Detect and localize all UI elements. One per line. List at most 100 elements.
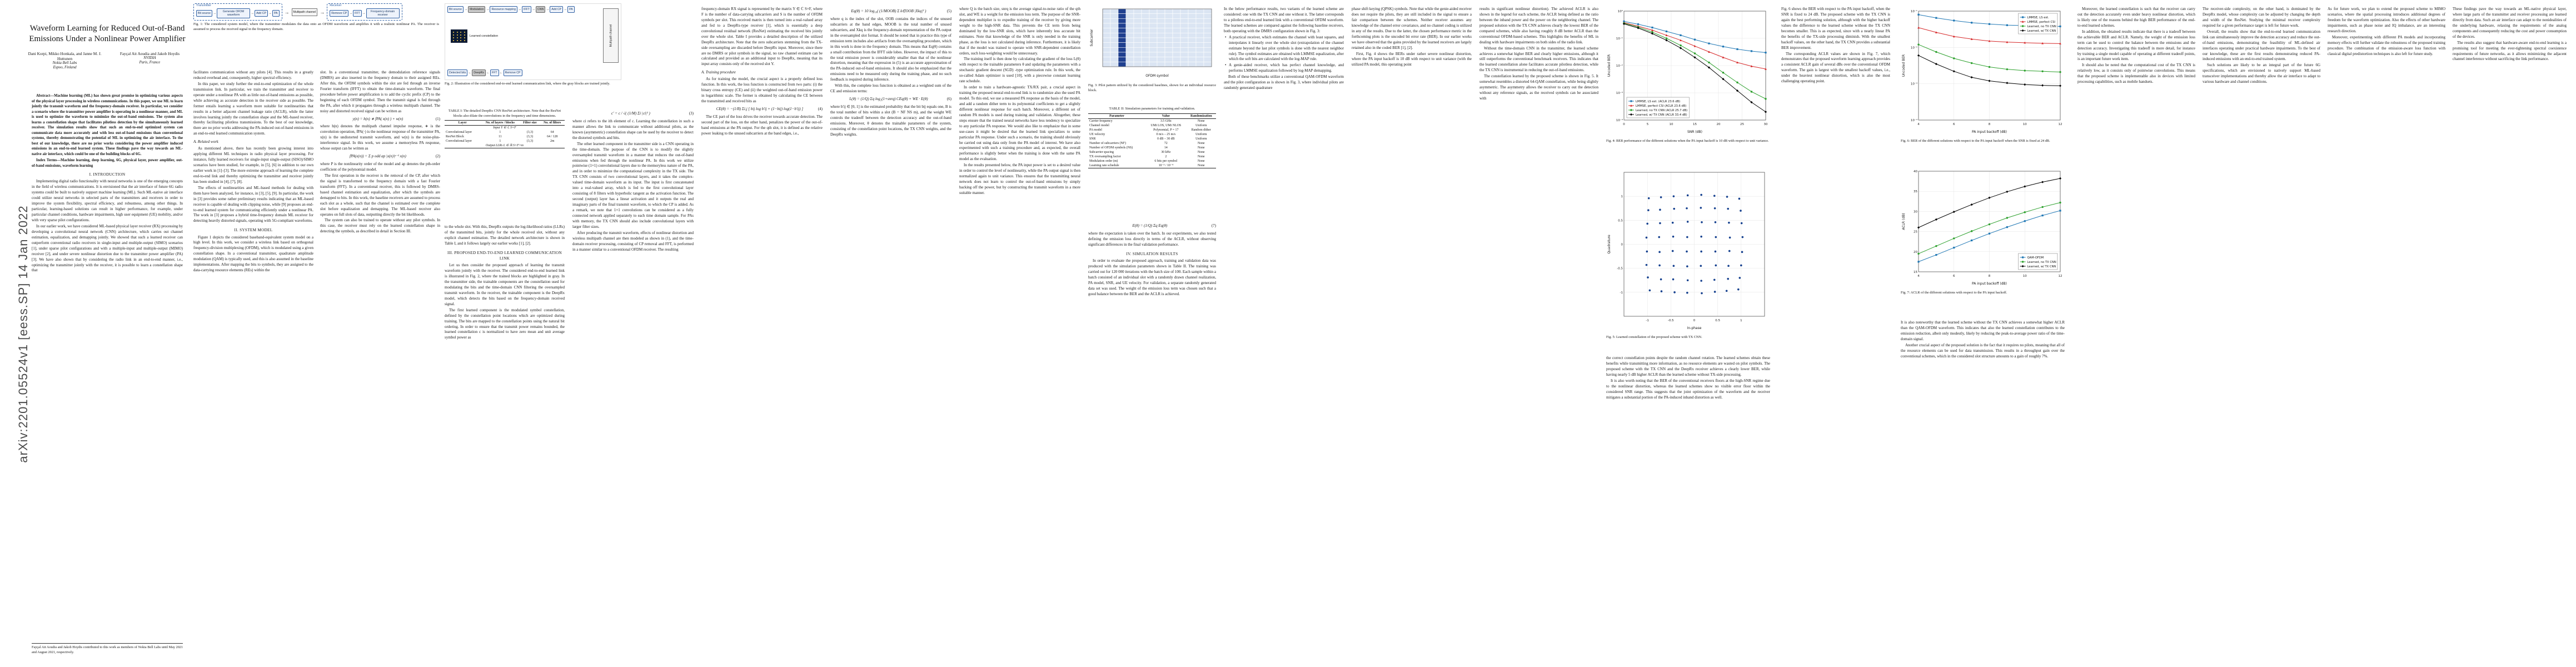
table-cell: 10⁻³ / 10⁻⁴ bbox=[1158, 163, 1173, 167]
diagram-block: PA bbox=[272, 10, 280, 17]
svg-text:30: 30 bbox=[1764, 123, 1768, 126]
flow-arrow: → bbox=[362, 12, 366, 15]
arxiv-watermark: arXiv:2201.05524v1 [eess.SP] 14 Jan 2022 bbox=[16, 205, 30, 463]
table-cell: Subcarrier spacing bbox=[1089, 150, 1114, 154]
transmitter-box: Transmitter Bit source→Generate OFDM wav… bbox=[193, 3, 282, 21]
text-column: E(θ) = (1/Q) Σq Eq(θ)(7)where the expect… bbox=[1088, 221, 1216, 661]
paragraph: In order to evaluate the proposed approa… bbox=[1088, 258, 1216, 296]
table-cell: Convolutional layer bbox=[446, 140, 472, 143]
table-cell: Output LLRs L ∈ ℝ S×F×m bbox=[486, 144, 524, 147]
text-column: frequency-domain RX signal is represente… bbox=[701, 7, 823, 661]
table-cell: Carrier frequency bbox=[1089, 119, 1113, 123]
flow-arrow: → bbox=[531, 8, 535, 11]
table-row: Carrier frequency 3.5 GHz None bbox=[1088, 118, 1216, 123]
table-cell: 3.5 GHz bbox=[1160, 119, 1172, 123]
diagram-block: DeepRx bbox=[472, 69, 486, 76]
svg-text:10: 10 bbox=[2023, 123, 2027, 126]
equation-formula: CE(θ) = −(1/B) Σi,j [ bij log b′ij + (1−… bbox=[716, 106, 804, 111]
author-location: Espoo, Finland bbox=[53, 66, 77, 70]
svg-text:Learned, w/ TX CNN: Learned, w/ TX CNN bbox=[2027, 29, 2056, 33]
equation-formula: L(θ) = (1/Q) Σq log₂(1+snrq) CEq(θ) + WE… bbox=[849, 97, 928, 102]
svg-text:0: 0 bbox=[1693, 319, 1696, 322]
table-cell: Number of subcarriers (NF) bbox=[1089, 141, 1126, 145]
text-column: slot. In a conventional transmitter, the… bbox=[320, 70, 440, 661]
paragraph: Implementing digital radio functionality… bbox=[32, 179, 183, 222]
table-cell: 1 bbox=[499, 131, 501, 134]
author-location: Paris, France bbox=[139, 61, 161, 65]
paragraph: The receiver-side complexity, on the oth… bbox=[2203, 7, 2320, 28]
svg-text:6: 6 bbox=[1953, 123, 1955, 126]
paragraph: Figure 1 depicts the considered baseband… bbox=[193, 235, 313, 273]
table-header: Parameter bbox=[1088, 113, 1146, 119]
svg-text:Uncoded BER: Uncoded BER bbox=[1902, 54, 1906, 77]
paragraph: phase shift keying (QPSK) symbols. Note … bbox=[1352, 7, 1472, 50]
svg-text:Subcarrier: Subcarrier bbox=[1090, 29, 1094, 47]
svg-text:10⁻³: 10⁻³ bbox=[1911, 82, 1917, 86]
svg-text:10: 10 bbox=[1670, 123, 1673, 126]
flow-arrow: → bbox=[213, 12, 217, 15]
table-cell: Input Y ∈ ℂ S×F bbox=[493, 126, 516, 130]
svg-text:In-phase: In-phase bbox=[1687, 326, 1702, 330]
svg-text:10⁻⁴: 10⁻⁴ bbox=[1616, 118, 1623, 122]
table-cell: None bbox=[1197, 119, 1205, 123]
table-cell: 1 bbox=[499, 140, 501, 143]
svg-text:-0.5: -0.5 bbox=[1617, 267, 1623, 271]
svg-text:12: 12 bbox=[2059, 275, 2062, 278]
paragraph: The first learned component is the modul… bbox=[445, 307, 565, 340]
table-cell: UE velocity bbox=[1089, 132, 1105, 136]
text-column: The receiver-side complexity, on the oth… bbox=[2203, 7, 2320, 661]
receiver-box: Receiver Remove CP→FFT→Frequency-domain … bbox=[327, 3, 402, 21]
paragraph: First, Fig. 4 shows the BERs under rathe… bbox=[1352, 51, 1472, 67]
text-column: Fig. 6 shows the BER with respect to the… bbox=[1781, 7, 1890, 661]
diagram-block: Add CP bbox=[255, 10, 268, 17]
text-column: phase shift keying (QPSK) symbols. Note … bbox=[1352, 7, 1472, 661]
svg-text:0.5: 0.5 bbox=[1618, 219, 1623, 222]
table-cell: None bbox=[1197, 159, 1205, 163]
table-cell: 11 bbox=[499, 135, 502, 138]
learned-constellation-inset: Learned constellation bbox=[451, 29, 517, 43]
equation: fPA(x(n)) = Σ p odd ap |x(n)|ᵖ⁻¹ x(n)(2) bbox=[320, 154, 440, 160]
paragraph: With this, the complete loss function is… bbox=[830, 83, 951, 94]
svg-text:OFDM symbol: OFDM symbol bbox=[1145, 74, 1169, 78]
figure-2-caption: Fig. 2: Illustration of the considered e… bbox=[445, 82, 610, 86]
section-heading: IV. SIMULATION RESULTS bbox=[1126, 251, 1178, 256]
table-cell: Modulation order (m) bbox=[1089, 159, 1118, 163]
flow-arrow: ← bbox=[468, 71, 472, 74]
svg-text:PA input backoff (dB): PA input backoff (dB) bbox=[1972, 130, 2007, 134]
table-cell: TX oversampling factor bbox=[1089, 155, 1121, 158]
paragraph: Moreover, the learned constellation is s… bbox=[2077, 7, 2195, 28]
table-1: TABLE I: The detailed DeepRx CNN ResNet … bbox=[445, 109, 565, 148]
svg-text:Learned, w/ TX CNN (ACLR 33.4: Learned, w/ TX CNN (ACLR 33.4 dB) bbox=[1636, 113, 1687, 117]
equation: Eq(θ) = 10 log₁₀( (1/MOOB) Σ k∈OOB |Xkq|… bbox=[830, 9, 951, 14]
svg-text:20: 20 bbox=[1914, 251, 1917, 254]
paragraph: where P is the nonlinearity order of the… bbox=[320, 162, 440, 172]
paragraph: Another crucial aspect of the proposed s… bbox=[1901, 342, 2065, 359]
diagram-block: Detected bits bbox=[447, 69, 468, 76]
paragraph: Without the time-domain CNN in the trans… bbox=[1479, 46, 1598, 73]
table-cell: (3,3) bbox=[526, 140, 534, 143]
table-cell: 0 dB – 30 dB bbox=[1157, 137, 1175, 141]
table-cell: (3,3) bbox=[526, 131, 534, 134]
text-column: Eq(θ) = 10 log₁₀( (1/MOOB) Σ k∈OOB |Xkq|… bbox=[830, 7, 951, 661]
table-cell: Number of OFDM symbols (NS) bbox=[1089, 146, 1133, 150]
title-block: Waveform Learning for Reduced Out-of-Ban… bbox=[26, 23, 189, 71]
svg-text:4: 4 bbox=[1917, 275, 1920, 278]
paragraph: After producing the transmit waveform, e… bbox=[572, 230, 694, 252]
table-cell: 72 bbox=[1164, 141, 1168, 145]
table-caption: TABLE II: Simulation parameters for trai… bbox=[1109, 107, 1195, 111]
constellation-thumbnail bbox=[451, 29, 467, 43]
section-heading: III. PROPOSED END-TO-END LEARNED COMMUNI… bbox=[447, 250, 562, 261]
table-2: TABLE II: Simulation parameters for trai… bbox=[1088, 107, 1216, 168]
diagram-block: CNN bbox=[535, 6, 546, 13]
receiver-label: Receiver bbox=[330, 4, 342, 7]
paragraph: The first operation in the receiver is t… bbox=[320, 173, 440, 217]
table-row: Output LLRs L ∈ ℝ S×F×m bbox=[445, 143, 565, 148]
table-header: No. of filters bbox=[540, 120, 565, 126]
svg-text:-1: -1 bbox=[1646, 319, 1648, 322]
paragraph: Let us then consider the proposed approa… bbox=[445, 263, 565, 306]
diagram-block: IFFT bbox=[522, 6, 531, 13]
text-column: results in significant nonlinear distort… bbox=[1479, 7, 1598, 661]
